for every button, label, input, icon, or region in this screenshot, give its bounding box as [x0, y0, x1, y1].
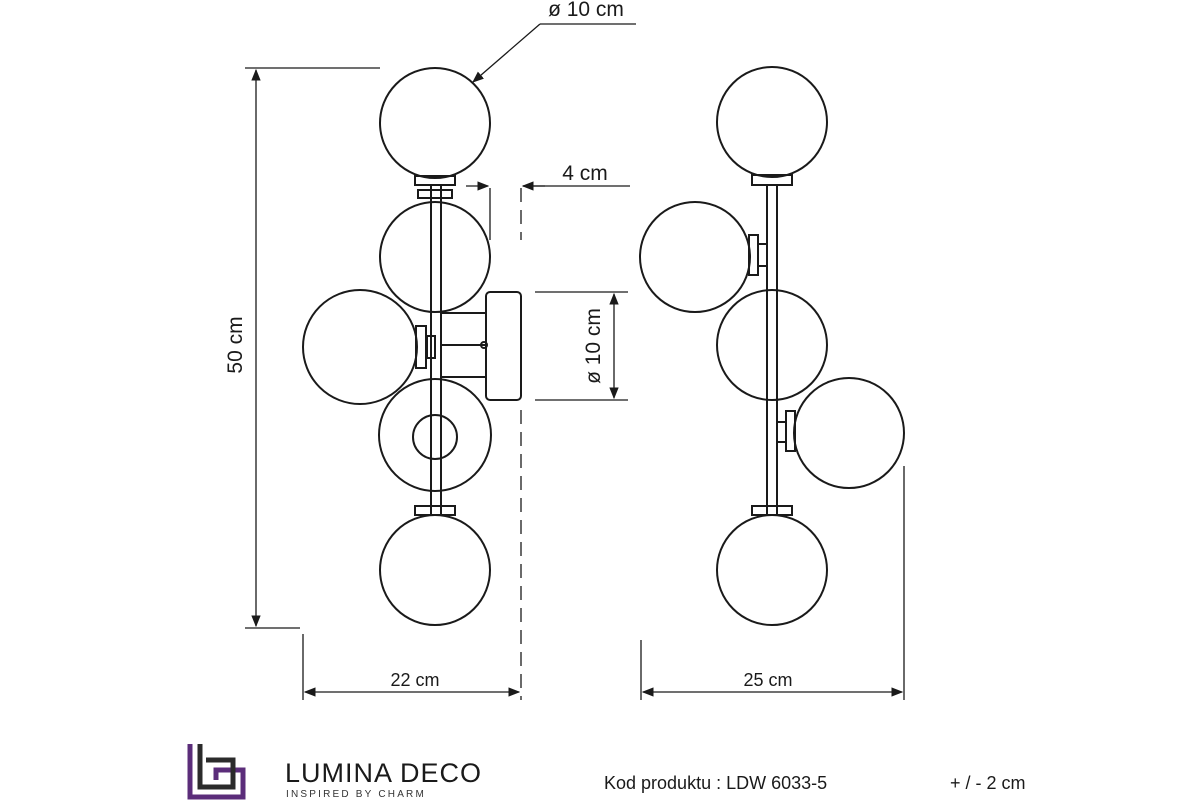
side-globe-1: [379, 67, 491, 179]
brand-tagline: INSPIRED BY CHARM: [286, 789, 427, 800]
side-base-plate: [485, 291, 522, 401]
side-globe-4-inner: [412, 414, 458, 460]
arm-offset-label: 4 cm: [562, 162, 608, 185]
height-label: 50 cm: [224, 316, 247, 373]
side-width-label: 22 cm: [390, 670, 439, 690]
lumina-deco-logo-icon: [187, 744, 246, 800]
front-width-label: 25 cm: [743, 670, 792, 690]
side-globe-5: [379, 514, 491, 626]
side-globe-4: [378, 378, 492, 492]
base-diameter-label: ø 10 cm: [582, 308, 605, 384]
front-globe-4: [793, 377, 905, 489]
front-globe-5: [716, 514, 828, 626]
front-globe-2: [639, 201, 751, 313]
side-globe-3: [302, 289, 418, 405]
product-code: Kod produktu : LDW 6033-5: [604, 773, 828, 793]
side-view: [302, 67, 522, 626]
front-globe-1: [716, 66, 828, 178]
tolerance-note: + / - 2 cm: [950, 773, 1026, 793]
globe-diameter-leader: [472, 23, 541, 83]
globe-diameter-label: ø 10 cm: [548, 0, 624, 21]
side-globe-2: [379, 201, 491, 313]
front-view: [639, 66, 905, 626]
brand-name: LUMINA DECO: [285, 758, 483, 788]
front-globe-3: [716, 289, 828, 401]
